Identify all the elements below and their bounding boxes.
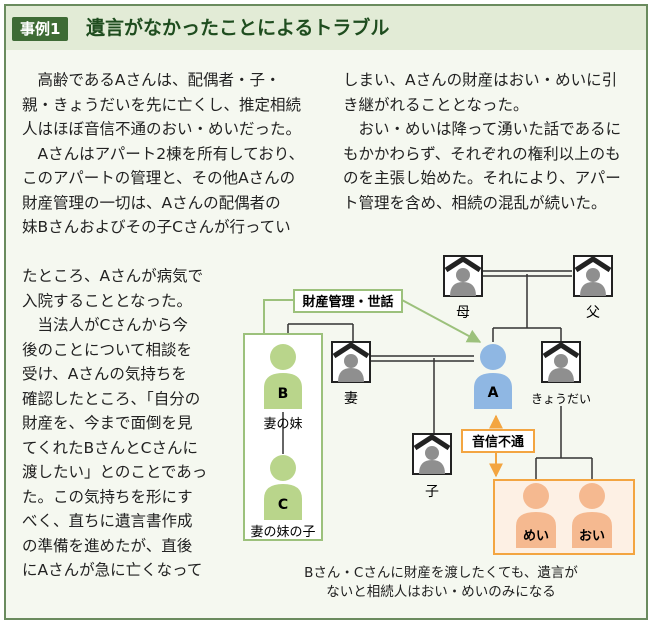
text-line: 当法人がCさんから今 [37,316,188,334]
text-line: 人はほぼ音信不通のおい・めいだった。 [22,120,302,138]
text-line: ト管理を含め、相続の混乱が続いた。 [343,193,607,212]
estranged-label-box [461,429,535,453]
mgmt-arrow [401,299,482,343]
text-line: 財産を、今まで面倒を見 [22,414,193,432]
body-column-2: しまい、Aさんの財産はおい・めいに引 き継がれることとなった。 おい・めいは降っ… [343,68,635,215]
oi-person-body [572,512,612,548]
case-badge: 事例1 [12,17,69,41]
child-icon [413,434,451,474]
c-person-head [270,455,296,481]
text-line: このアパートの管理と、その他Aさんの [22,169,296,187]
caption-line: ないと相続人はおい・めいのみになる [326,584,556,600]
mei-label: めい [523,529,549,544]
mgmt-label-box [293,289,403,313]
text-line: のを主張し始めた。それにより、アパー [343,169,621,187]
oi-label: おい [579,529,605,544]
wife-icon [332,342,370,382]
family-diagram: 母 父 妻 きょうだい 子 B 妻の妹 C 妻の妹の子 A 財産管理・世話 音信… [243,6,635,555]
text-line: 確認したところ、「自分の [22,389,201,408]
caption-line: Bさん・Cさんに財産を渡したくても、遺言が [304,565,578,581]
case-panel: 事例1 遺言がなかったことによるトラブル 高齢であるAさんは、配偶者・子・ 親・… [4,4,648,620]
case-title: 遺言がなかったことによるトラブル [86,17,390,39]
body-column-1b: たところ、Aさんが病気で 入院することとなった。 当法人がCさんから今 後のこと… [22,264,218,583]
father-label: 父 [586,305,600,321]
nephews-box [493,479,635,555]
c-person-body [264,484,302,520]
text-line: 後のことについて相談を [22,340,193,359]
text-line: た。この気持ちを形にす [22,487,193,506]
c-label: C [278,497,288,513]
mei-person-body [516,512,556,548]
text-line: べく、直ちに遺言書作成 [22,512,193,530]
text-line: もかかわらず、それぞれの権利以上のも [343,144,621,163]
b-person-head [270,344,296,370]
text-line: たところ、Aさんが病気で [22,267,204,285]
mother-label: 母 [456,305,470,321]
sibling-icon [542,342,580,382]
text-line: 入院することとなった。 [22,291,193,310]
a-person-body [474,373,512,409]
mei-person-head [523,483,549,509]
text-line: 高齢であるAさんは、配偶者・子・ [37,71,281,89]
text-line: てくれたBさんとCさんに [22,438,198,457]
text-line: き継がれることとなった。 [343,95,529,114]
oi-person-head [579,483,605,509]
a-label: A [488,385,499,401]
text-line: 親・きょうだいを先に亡くし、推定相続 [22,95,302,114]
text-line: おい・めいは降って湧いた話であるに [358,120,622,138]
text-line: 財産管理の一切は、Aさんの配偶者の [22,193,281,212]
child-label: 子 [425,484,439,500]
text-line: 受け、Aさんの気持ちを [22,365,187,383]
mother-icon [444,256,482,296]
text-line: 妹Bさんおよびその子Cさんが行ってい [22,218,291,236]
text-line: Aさんはアパート2棟を所有しており、 [37,144,305,163]
father-icon [574,256,612,296]
c-caption: 妻の妹の子 [250,525,315,540]
text-line: しまい、Aさんの財産はおい・めいに引 [343,71,618,89]
a-person-head [480,344,506,370]
case-header: 事例1 遺言がなかったことによるトラブル [6,6,646,50]
b-label: B [278,386,289,402]
wife-label: 妻 [344,391,358,407]
mgmt-line [263,299,294,334]
text-line: の準備を進めたが、直後 [22,536,193,555]
b-caption: 妻の妹 [263,417,302,432]
text-line: にAさんが急に亡くなって [22,561,203,579]
text-line: 渡したい」とのことであっ [22,463,208,481]
estranged-label: 音信不通 [472,434,524,450]
b-person-body [264,373,302,409]
mgmt-label: 財産管理・世話 [301,294,393,310]
body-column-1: 高齢であるAさんは、配偶者・子・ 親・きょうだいを先に亡くし、推定相続 人はほぼ… [22,68,326,240]
diagram-caption: Bさん・Cさんに財産を渡したくても、遺言が ないと相続人はおい・めいのみになる [276,564,606,602]
sibling-label: きょうだい [531,392,591,406]
